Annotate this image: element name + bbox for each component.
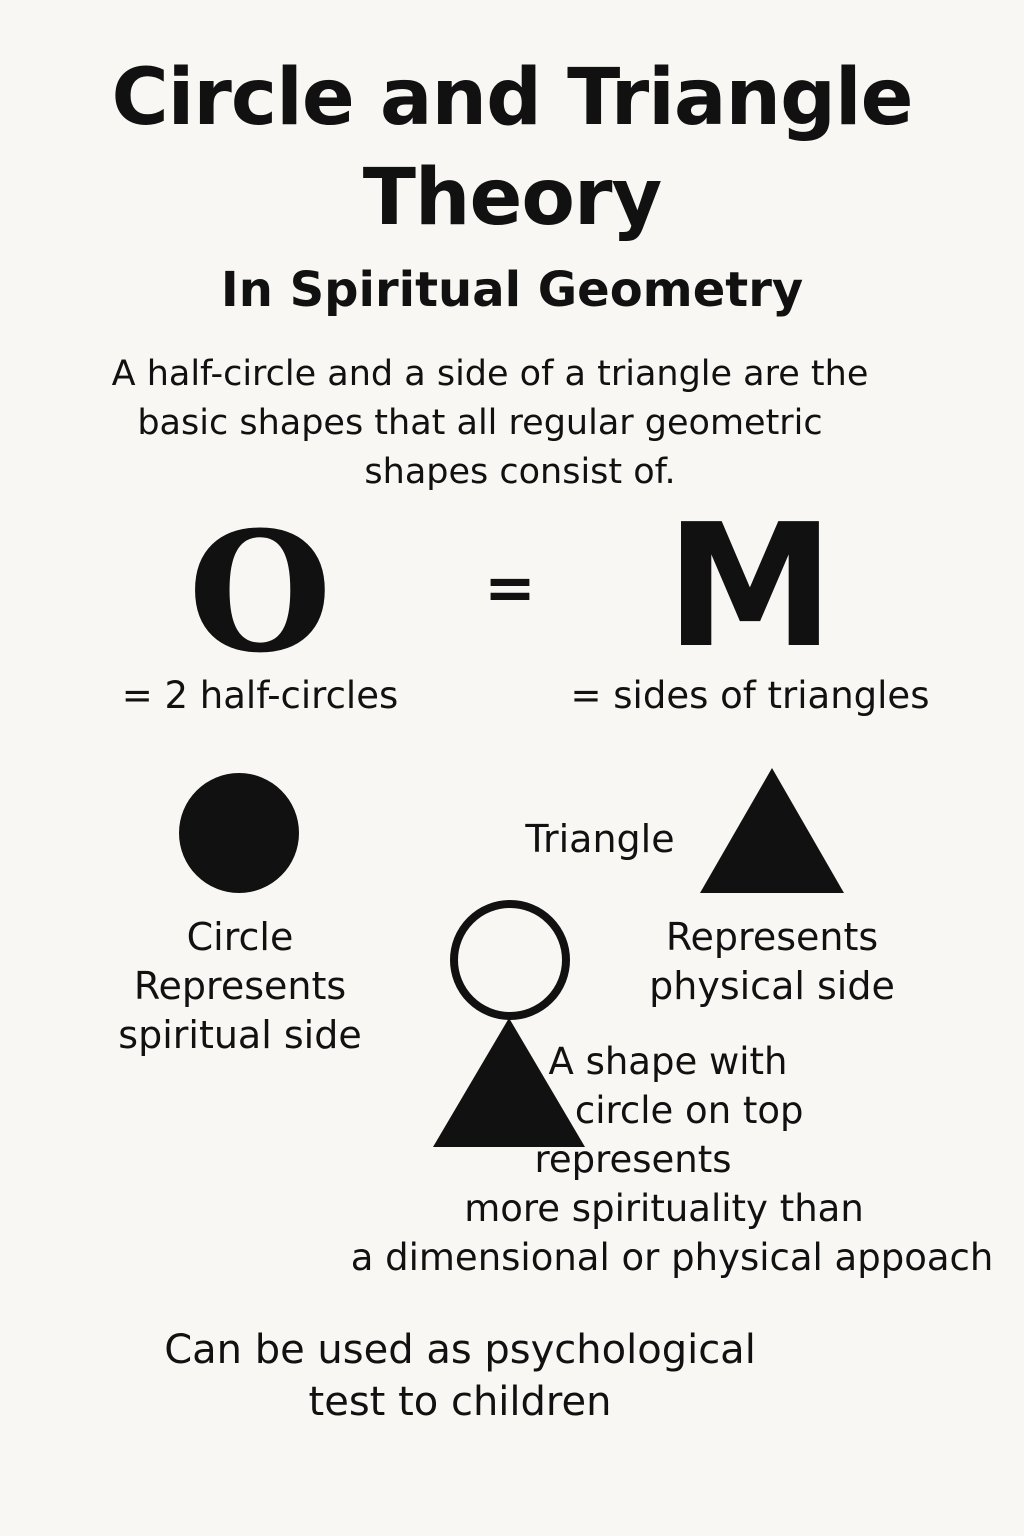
small-triangle-icon bbox=[433, 1018, 585, 1147]
circle-description: Circle Represents spiritual side bbox=[60, 913, 420, 1060]
circle-desc-line-3: spiritual side bbox=[118, 1013, 362, 1057]
outline-circle-icon bbox=[450, 900, 570, 1020]
intro-line-2: basic shapes that all regular geometric bbox=[137, 403, 823, 443]
combo-desc-line-5: a dimensional or physical appoach bbox=[350, 1236, 994, 1279]
half-circles-label: = 2 half-circles bbox=[121, 674, 399, 717]
filled-triangle-icon bbox=[700, 768, 844, 893]
footer-note: Can be used as psychological test to chi… bbox=[80, 1324, 840, 1428]
equals-sign: = bbox=[484, 551, 536, 624]
sides-of-triangles-label: = sides of triangles bbox=[570, 674, 930, 717]
letter-m-symbol: M bbox=[665, 488, 835, 686]
combined-shape-description: A shape with a circle on top represents … bbox=[320, 1037, 1024, 1282]
triangle-description: Represents physical side bbox=[592, 913, 952, 1011]
combo-desc-line-4: more spirituality than bbox=[464, 1187, 864, 1230]
title-line-2: Theory bbox=[362, 153, 663, 243]
triangle-desc-line-2: physical side bbox=[649, 964, 895, 1008]
intro-line-1: A half-circle and a side of a triangle a… bbox=[111, 354, 869, 394]
footer-line-1: Can be used as psychological bbox=[164, 1327, 756, 1373]
combo-desc-line-3: represents bbox=[534, 1138, 732, 1181]
circle-desc-line-1: Circle bbox=[186, 915, 294, 959]
triangle-desc-line-1: Represents bbox=[665, 915, 879, 959]
title-line-1: Circle and Triangle bbox=[111, 53, 913, 143]
combo-desc-line-1: A shape with bbox=[548, 1040, 788, 1083]
intro-text: A half-circle and a side of a triangle a… bbox=[40, 350, 940, 497]
letter-o-symbol: O bbox=[188, 495, 332, 689]
page-title: Circle and Triangle Theory bbox=[0, 48, 1024, 248]
footer-line-2: test to children bbox=[308, 1379, 612, 1425]
page-subtitle: In Spiritual Geometry bbox=[220, 262, 804, 318]
combo-desc-line-2: a circle on top bbox=[540, 1089, 804, 1132]
intro-line-3: shapes consist of. bbox=[364, 452, 676, 492]
filled-circle-icon bbox=[179, 773, 299, 893]
circle-desc-line-2: Represents bbox=[133, 964, 347, 1008]
triangle-label: Triangle bbox=[525, 817, 675, 861]
